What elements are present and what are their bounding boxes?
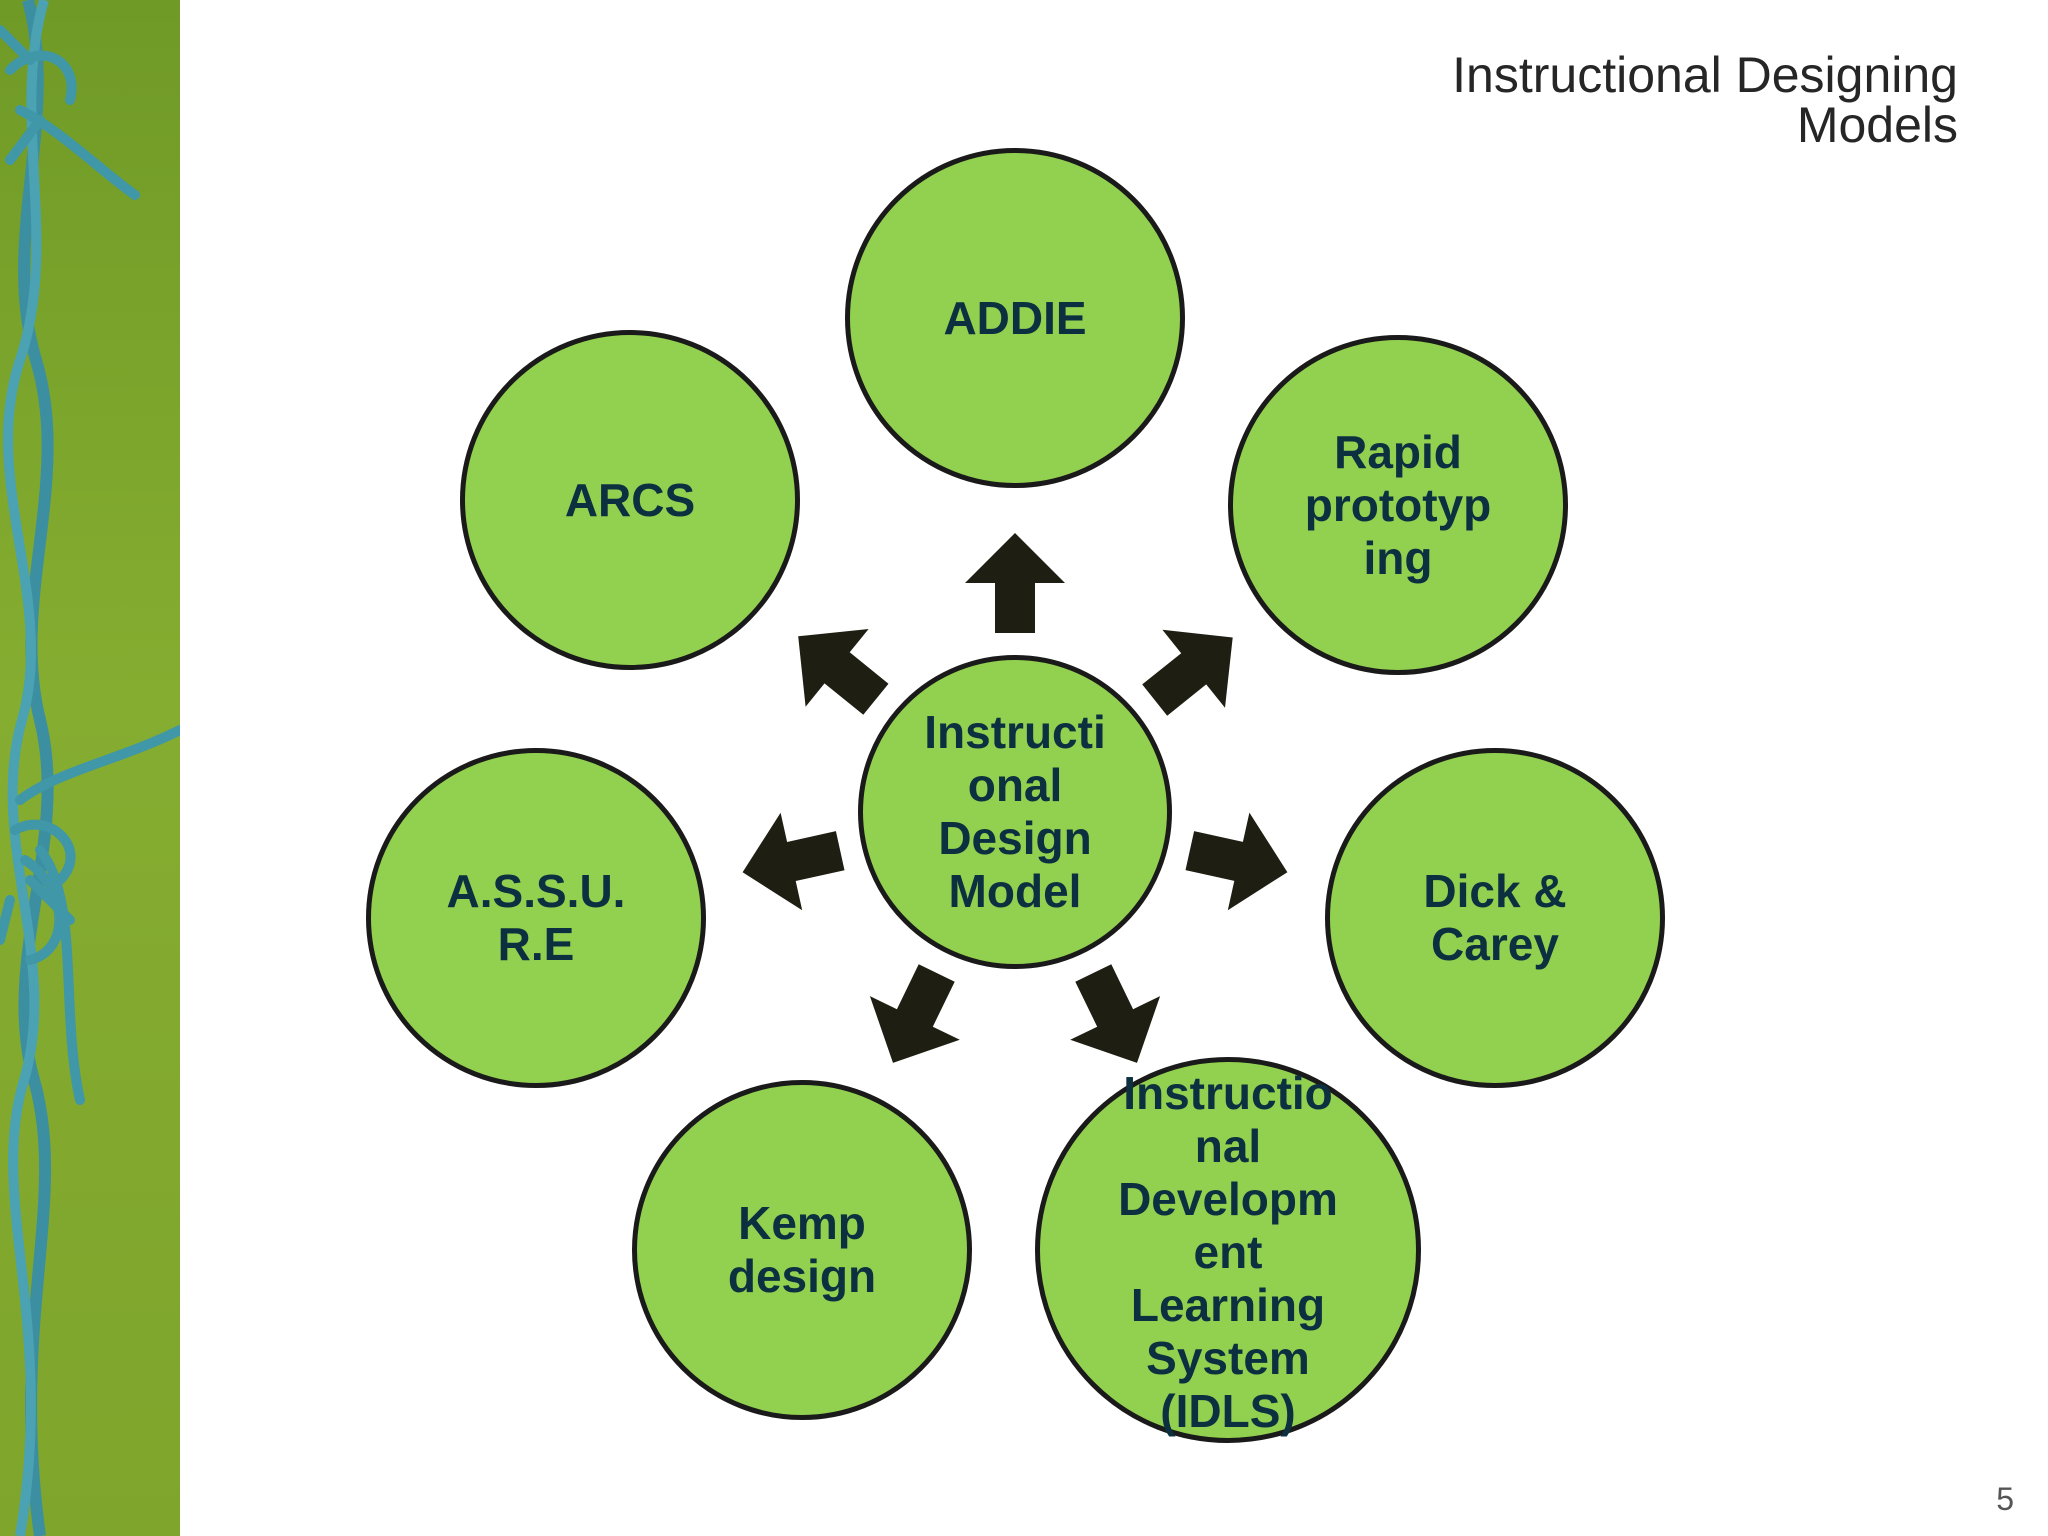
arrow-to-idls: [1070, 964, 1161, 1063]
node-assure: [366, 748, 706, 1088]
center-node-label: Instructi onal Design Model: [924, 706, 1106, 917]
center-node: [858, 655, 1172, 969]
arrow-to-rapid-prototyping: [1142, 629, 1233, 716]
node-addie: [845, 148, 1185, 488]
slide-title-line-1: Instructional Designing: [1452, 47, 1958, 103]
arrow-to-addie: [965, 533, 1065, 633]
node-rapid-prototyping-label: Rapid prototyp ing: [1304, 425, 1492, 584]
node-assure-label: A.S.S.U. R.E: [446, 865, 626, 970]
node-dick-carey-label: Dick & Carey: [1423, 865, 1567, 970]
node-kemp-design: [632, 1080, 972, 1420]
node-addie-label: ADDIE: [943, 291, 1087, 344]
arrow-to-assure: [742, 812, 845, 911]
arrow-to-kemp-design: [869, 964, 960, 1063]
arrow-to-arcs: [798, 629, 889, 715]
arrow-to-dick-carey: [1185, 812, 1288, 911]
node-dick-carey: [1325, 748, 1665, 1088]
node-rapid-prototyping: [1228, 335, 1568, 675]
page-number: 5: [1996, 1481, 2014, 1517]
node-arcs-label: ARCS: [564, 473, 696, 526]
node-arcs: [460, 330, 800, 670]
node-idls-label: Instructio nal Developm ent Learning Sys…: [1118, 1066, 1338, 1437]
node-idls: [1035, 1057, 1421, 1443]
node-kemp-design-label: Kemp design: [727, 1197, 877, 1302]
slide-title: Instructional Designing Models: [1058, 50, 1958, 150]
barbed-wire-image: [0, 0, 180, 1536]
decorative-side-image: [0, 0, 180, 1536]
slide-title-line-2: Models: [1796, 97, 1958, 153]
